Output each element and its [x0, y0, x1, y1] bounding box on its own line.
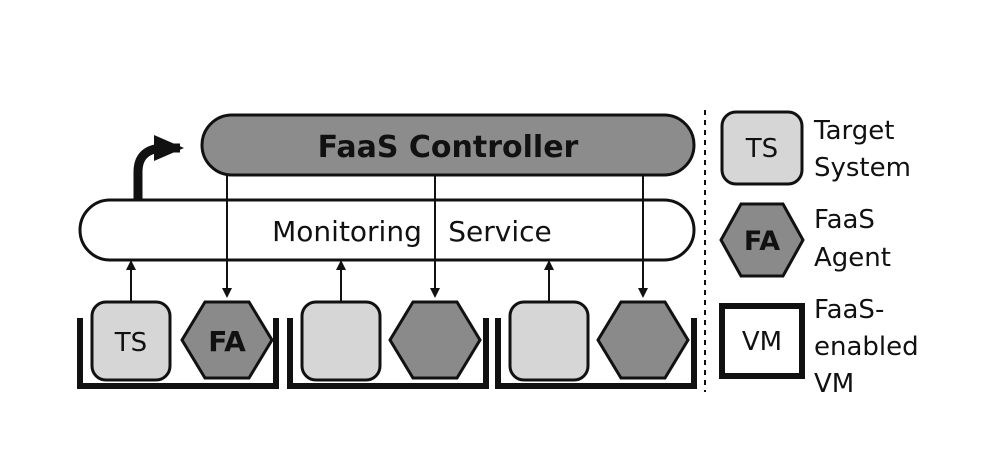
monitoring-to-controller-arrow — [133, 135, 184, 200]
legend-ts-swatch — [720, 110, 804, 186]
faas-controller-label: FaaS Controller — [318, 130, 579, 165]
legend-vm-swatch — [719, 303, 805, 379]
legend-faas-agent: FA FaaS Agent — [719, 202, 891, 278]
monitoring-service — [78, 198, 696, 262]
faas-agent-1 — [180, 300, 274, 380]
faas-agent-3 — [596, 300, 690, 380]
faas-enabled-vm-1: TS FA — [77, 300, 279, 389]
faas-enabled-vm-3 — [495, 300, 697, 389]
legend-vm-line3: VM — [814, 369, 854, 399]
legend-fa-swatch — [719, 202, 805, 278]
legend-fa-symbol: FA — [744, 226, 780, 257]
legend-vm-line2: enabled — [814, 332, 919, 362]
target-system-2 — [300, 300, 382, 382]
faas-controller — [200, 113, 696, 177]
legend-ts-symbol: TS — [745, 134, 778, 164]
target-system-3 — [508, 300, 590, 382]
legend-fa-line2: Agent — [814, 243, 891, 273]
legend-faas-enabled-vm: VM FaaS- enabled VM — [719, 295, 919, 399]
target-system-1-label: TS — [114, 328, 147, 358]
monitoring-label-1: Monitoring — [272, 215, 422, 248]
faas-enabled-vm-2 — [287, 300, 489, 389]
faas-agent-1-label: FA — [208, 325, 246, 358]
legend-ts-line1: Target — [813, 116, 894, 146]
monitoring-label-2: Service — [448, 215, 551, 248]
legend-target-system: TS Target System — [720, 110, 911, 186]
legend-fa-line1: FaaS — [814, 205, 875, 235]
target-system-1 — [90, 300, 172, 382]
legend-vm-symbol: VM — [742, 327, 782, 357]
legend-ts-line2: System — [814, 153, 911, 183]
faas-agent-2 — [388, 300, 482, 380]
legend-vm-line1: FaaS- — [814, 295, 884, 325]
